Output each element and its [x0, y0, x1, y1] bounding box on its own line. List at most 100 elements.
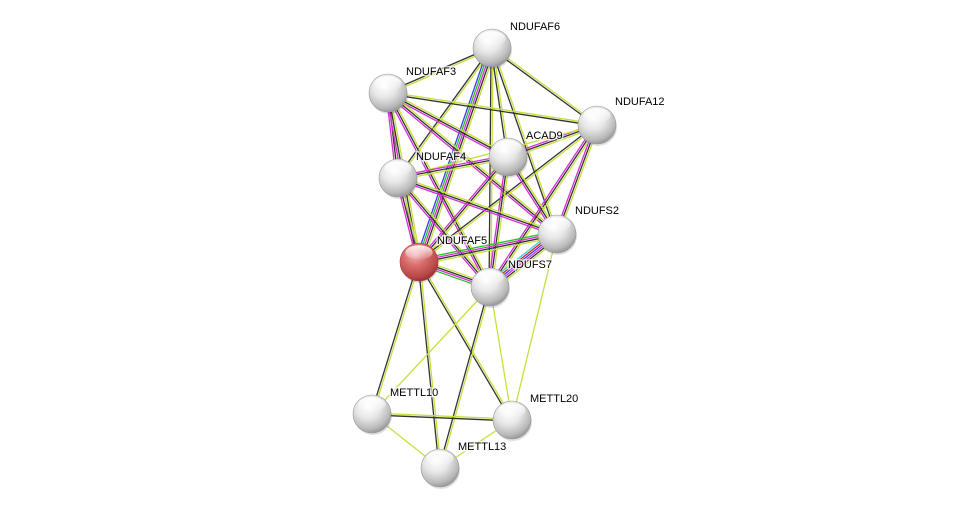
node-gloss — [358, 397, 386, 412]
node-label: NDUFAF5 — [437, 235, 487, 247]
edge-line-textmining — [492, 47, 559, 234]
edge-line-coexpression — [556, 124, 598, 235]
node-gloss — [426, 451, 454, 466]
edge-line-experiments — [418, 232, 557, 262]
edge-line-textmining — [421, 49, 497, 264]
node-label-halo: NDUFS7 — [508, 259, 552, 271]
edge-line-coexpression — [387, 92, 509, 158]
edge-line-textmining — [491, 157, 511, 288]
edge-line-experiments — [386, 94, 508, 160]
edge-NDUFAF6-NDUFA12[interactable] — [491, 46, 598, 127]
edge-NDUFA12-NDUFS2[interactable] — [554, 124, 600, 235]
node-gloss — [374, 76, 402, 91]
node-label-halo: NDUFAF5 — [437, 235, 487, 247]
node-gloss — [476, 270, 504, 285]
edge-line-textmining — [419, 157, 510, 264]
edge-line-textmining — [511, 233, 558, 421]
edge-line-coexpression — [418, 156, 509, 263]
edge-line-textmining — [440, 287, 492, 469]
edge-line-textmining — [558, 125, 600, 235]
edge-line-neighborhood — [416, 47, 491, 262]
edge-line-experiments — [417, 155, 508, 262]
node-label-halo: NDUFS2 — [575, 205, 619, 217]
node-gloss — [405, 245, 433, 260]
edge-line-textmining — [419, 125, 598, 264]
edge-line-coexpression — [438, 286, 490, 468]
edge-ACAD9-NDUFAF5[interactable] — [417, 155, 510, 264]
edge-line-textmining — [419, 261, 514, 420]
edge-NDUFAF3-ACAD9[interactable] — [386, 90, 510, 160]
edge-NDUFAF5-METTL13[interactable] — [417, 261, 442, 469]
edge-line-coexpression — [419, 234, 558, 264]
edge-line-coexpression — [371, 414, 512, 422]
edge-line-experiments — [385, 93, 489, 289]
edge-line-coexpression — [397, 177, 558, 235]
edge-NDUFS7-METTL13[interactable] — [438, 286, 492, 469]
edge-line-textmining — [398, 176, 492, 287]
edge-NDUFAF3-NDUFA12[interactable] — [387, 91, 598, 127]
edge-METTL10-METTL20[interactable] — [371, 412, 513, 422]
node-gloss — [494, 140, 522, 155]
node-label-halo: METTL13 — [458, 441, 506, 453]
node-label: NDUFAF4 — [416, 151, 466, 163]
edge-line-textmining — [371, 286, 491, 415]
edge-NDUFAF5-METTL10[interactable] — [370, 261, 421, 415]
edge-line-experiments — [487, 123, 596, 287]
edge-line-textmining — [489, 286, 513, 421]
edge-line-coexpression — [397, 177, 491, 288]
edge-line-textmining — [398, 48, 494, 179]
node-label: NDUFS2 — [575, 205, 619, 217]
node-gloss — [478, 31, 506, 46]
edge-line-textmining — [372, 262, 421, 415]
edge-line-neighborhood — [418, 230, 557, 260]
edge-NDUFAF4-NDUFS2[interactable] — [397, 175, 558, 237]
edge-line-coexpression — [489, 124, 598, 288]
node-gloss — [543, 217, 571, 232]
edge-line-coexpression — [396, 47, 492, 178]
node-gloss — [583, 108, 611, 123]
edge-NDUFS7-METTL20[interactable] — [489, 286, 513, 421]
edge-NDUFAF6-NDUFAF4[interactable] — [396, 47, 494, 179]
edge-ACAD9-NDUFS7[interactable] — [487, 156, 511, 288]
edge-line-experiments — [396, 178, 490, 289]
edge-line-experiments — [386, 93, 557, 236]
edge-line-coexpression — [418, 123, 597, 262]
node-label-halo: NDUFAF3 — [406, 66, 456, 78]
edge-NDUFS2-NDUFAF5[interactable] — [418, 230, 558, 266]
edge-line-textmining — [491, 125, 600, 289]
node-label: METTL13 — [458, 441, 506, 453]
edge-line-coexpression — [387, 93, 597, 127]
nodes-layer: NDUFAF6NDUFAF6NDUFAF3NDUFAF3NDUFA12NDUFA… — [352, 20, 666, 489]
node-label-halo: METTL20 — [530, 393, 578, 405]
edge-NDUFA12-NDUFS7[interactable] — [487, 123, 600, 289]
edge-NDUFS7-METTL10[interactable] — [371, 286, 491, 415]
edge-line-experiments — [487, 156, 507, 287]
node-label: NDUFA12 — [615, 96, 665, 108]
edge-NDUFAF6-NDUFAF5[interactable] — [414, 46, 497, 264]
edge-NDUFAF5-METTL20[interactable] — [417, 261, 514, 421]
edge-NDUFS2-METTL20[interactable] — [511, 233, 558, 421]
node-label: NDUFAF3 — [406, 66, 456, 78]
node-label: ACAD9 — [526, 130, 563, 142]
edge-NDUFAF4-NDUFS7[interactable] — [396, 176, 492, 289]
node-gloss — [384, 161, 412, 176]
edge-line-textmining — [388, 90, 510, 156]
node-label-halo: NDUFAF4 — [416, 151, 466, 163]
node-label-halo: NDUFAF6 — [510, 21, 560, 33]
edge-line-experiments — [418, 47, 493, 263]
edge-line-coexpression — [420, 48, 495, 263]
edge-NDUFA12-NDUFAF5[interactable] — [418, 123, 598, 264]
node-gloss — [498, 403, 526, 418]
edge-line-textmining — [492, 46, 598, 125]
